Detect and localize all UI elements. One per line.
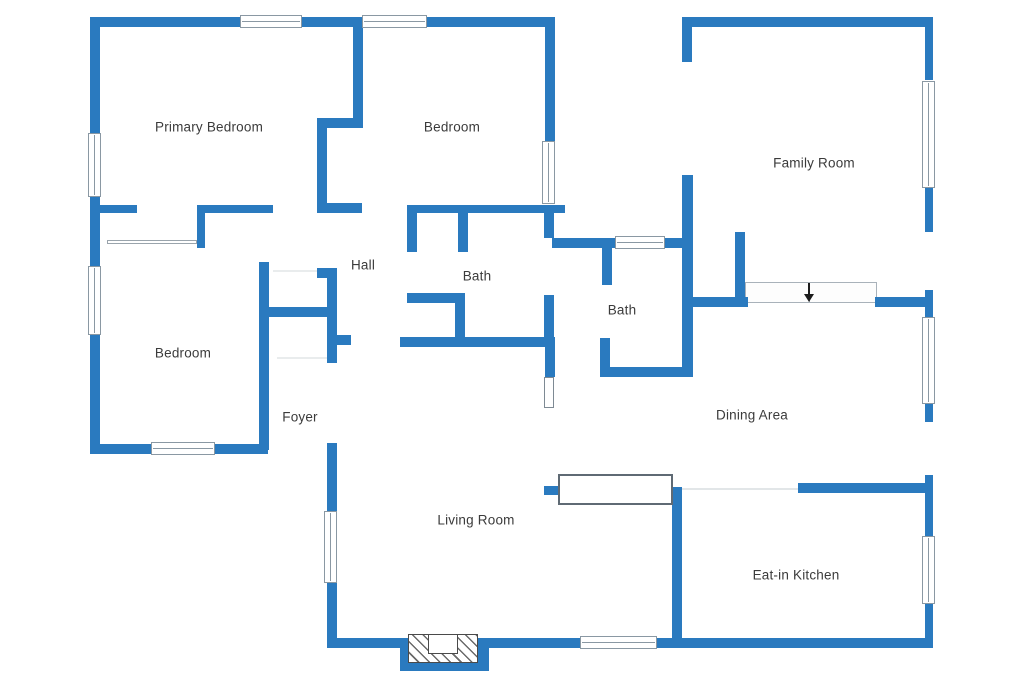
window [542,141,555,204]
wall-segment [407,213,417,252]
wall-segment [875,297,933,307]
window [324,511,337,583]
wall-segment [798,483,933,493]
wall-segment [407,293,465,303]
wall-segment [90,17,100,454]
wall-segment [90,17,555,27]
room-label-living-room: Living Room [437,512,515,528]
window [922,81,935,188]
wall-segment [327,443,337,512]
wall-segment [600,367,690,377]
room-label-family-room: Family Room [773,155,855,171]
wall-segment [458,213,468,252]
wall-segment [925,17,933,80]
wall-segment [317,268,337,278]
wall-segment [544,295,554,337]
wall-segment [197,205,273,213]
wall-segment [925,188,933,232]
wall-segment [197,213,205,248]
window [362,15,427,28]
kitchen-pass-through-line [678,488,798,490]
wall-segment [90,205,137,213]
window [922,536,935,604]
stairs-down-arrowhead-icon [804,294,814,302]
room-label-bedroom-top: Bedroom [423,119,481,135]
wall-segment [602,248,612,285]
room-label-dining-area: Dining Area [716,407,788,423]
wall-segment [259,262,269,450]
wall-segment [400,337,555,347]
window [922,317,935,404]
wall-segment [683,297,748,307]
room-label-foyer: Foyer [282,409,318,425]
wall-segment [317,118,363,128]
wall-segment [544,205,554,238]
room-label-hall: Hall [350,257,376,273]
open-door-leaf [544,377,554,408]
wall-segment [455,293,465,340]
wall-segment [600,338,610,377]
fireplace-firebox [428,634,458,654]
wall-segment [682,17,692,62]
window [615,236,665,249]
wall-segment [317,118,327,208]
room-label-bedroom-left: Bedroom [154,345,212,361]
window [240,15,302,28]
closet-opening-line [277,357,327,359]
wall-segment [544,486,558,495]
wall-segment [545,205,555,213]
window [151,442,215,455]
wall-segment [682,175,693,377]
wall-segment [735,232,745,302]
wall-segment [682,17,933,27]
room-label-primary-bedroom: Primary Bedroom [154,119,264,135]
window [580,636,657,649]
closet-opening-line [273,270,317,272]
closet-front [107,240,197,244]
room-label-bath-center: Bath [462,268,492,284]
window [88,266,101,335]
kitchen-counter [558,474,673,505]
wall-segment [672,487,682,648]
wall-segment [545,22,555,142]
wall-segment [353,27,363,128]
wall-segment [407,205,565,213]
stairs-down-arrow-icon [808,283,810,294]
wall-segment [545,347,555,377]
room-label-eat-in-kitchen: Eat-in Kitchen [752,567,840,583]
wall-segment [337,335,351,345]
wall-segment [317,203,362,213]
wall-segment [259,307,337,317]
wall-segment [327,583,337,648]
room-label-bath-right: Bath [607,302,637,318]
window [88,133,101,197]
